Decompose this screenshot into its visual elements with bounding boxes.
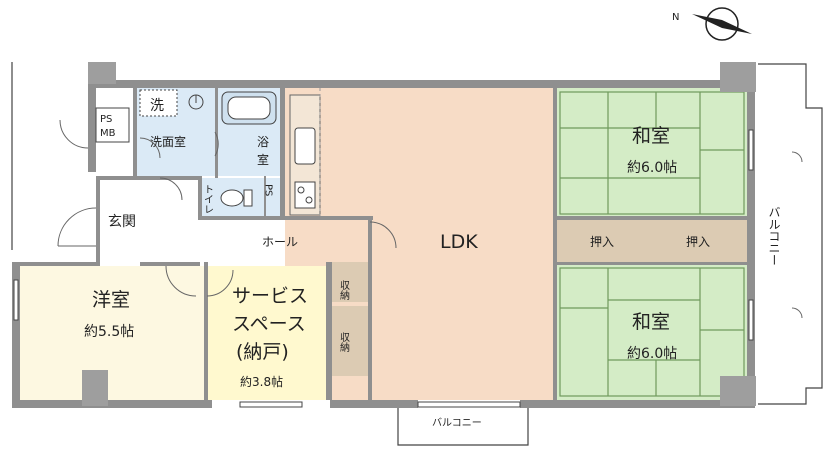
hall-label: ホール [262,235,298,249]
floors [18,88,747,400]
service-space-line2: スペース [232,313,306,335]
oshiire-1-label: 押入 [590,235,614,249]
kitchen-sink [294,127,316,165]
genkan-label: 玄関 [108,213,136,230]
ps-label-2: MB [100,128,116,139]
washer-label: 洗 [150,98,164,114]
ps-mb-box [95,107,130,143]
service-space-line3: (納戸) [236,341,289,363]
windows [13,129,754,408]
service-space-floor [208,266,328,400]
toilet-label: トイレ [202,184,214,214]
balconies [11,62,823,446]
ldk-label: LDK [440,231,478,253]
washitsu-top-name: 和室 [632,125,670,147]
toilet-bowl [220,189,244,207]
oshiire-floor [557,220,747,262]
ps-floor [265,178,283,218]
bath-label-1: 浴 [257,135,269,149]
washer-box [139,89,178,117]
closet-floor-1 [332,262,368,302]
compass-north-label: N [672,12,679,23]
closet-1-label: 収納 [338,280,350,301]
oshiire-2-label: 押入 [686,235,710,249]
service-space-line1: サービス [232,285,308,307]
ps-label-1: PS [100,114,112,125]
kitchen-stove [294,181,316,209]
washitsu-bottom-floor [557,264,747,400]
ps-label-3: PS [263,184,274,196]
service-space-size: 約3.8帖 [240,374,283,389]
door-swings [57,119,803,319]
closet-2-label: 収納 [338,332,350,353]
washitsu-top-floor [557,88,747,216]
youshitsu-size: 約5.5帖 [84,324,134,340]
compass: N [672,7,752,41]
washitsu-bottom-size: 約6.0帖 [627,346,677,362]
washitsu-top-size: 約6.0帖 [627,160,677,176]
youshitsu-name: 洋室 [92,289,130,311]
washitsu-bottom-name: 和室 [632,311,670,333]
bath-label-2: 室 [257,152,269,167]
youshitsu-floor [18,266,206,400]
senmenshitsu-label: 洗面室 [150,134,186,149]
closet-floor-2 [332,306,368,376]
balcony-south-label: バルコニー [432,417,482,429]
walls [12,62,756,408]
balcony-east-label: バルコニー [767,206,781,266]
tatami-lines [559,91,745,397]
compass-needle [692,14,752,34]
